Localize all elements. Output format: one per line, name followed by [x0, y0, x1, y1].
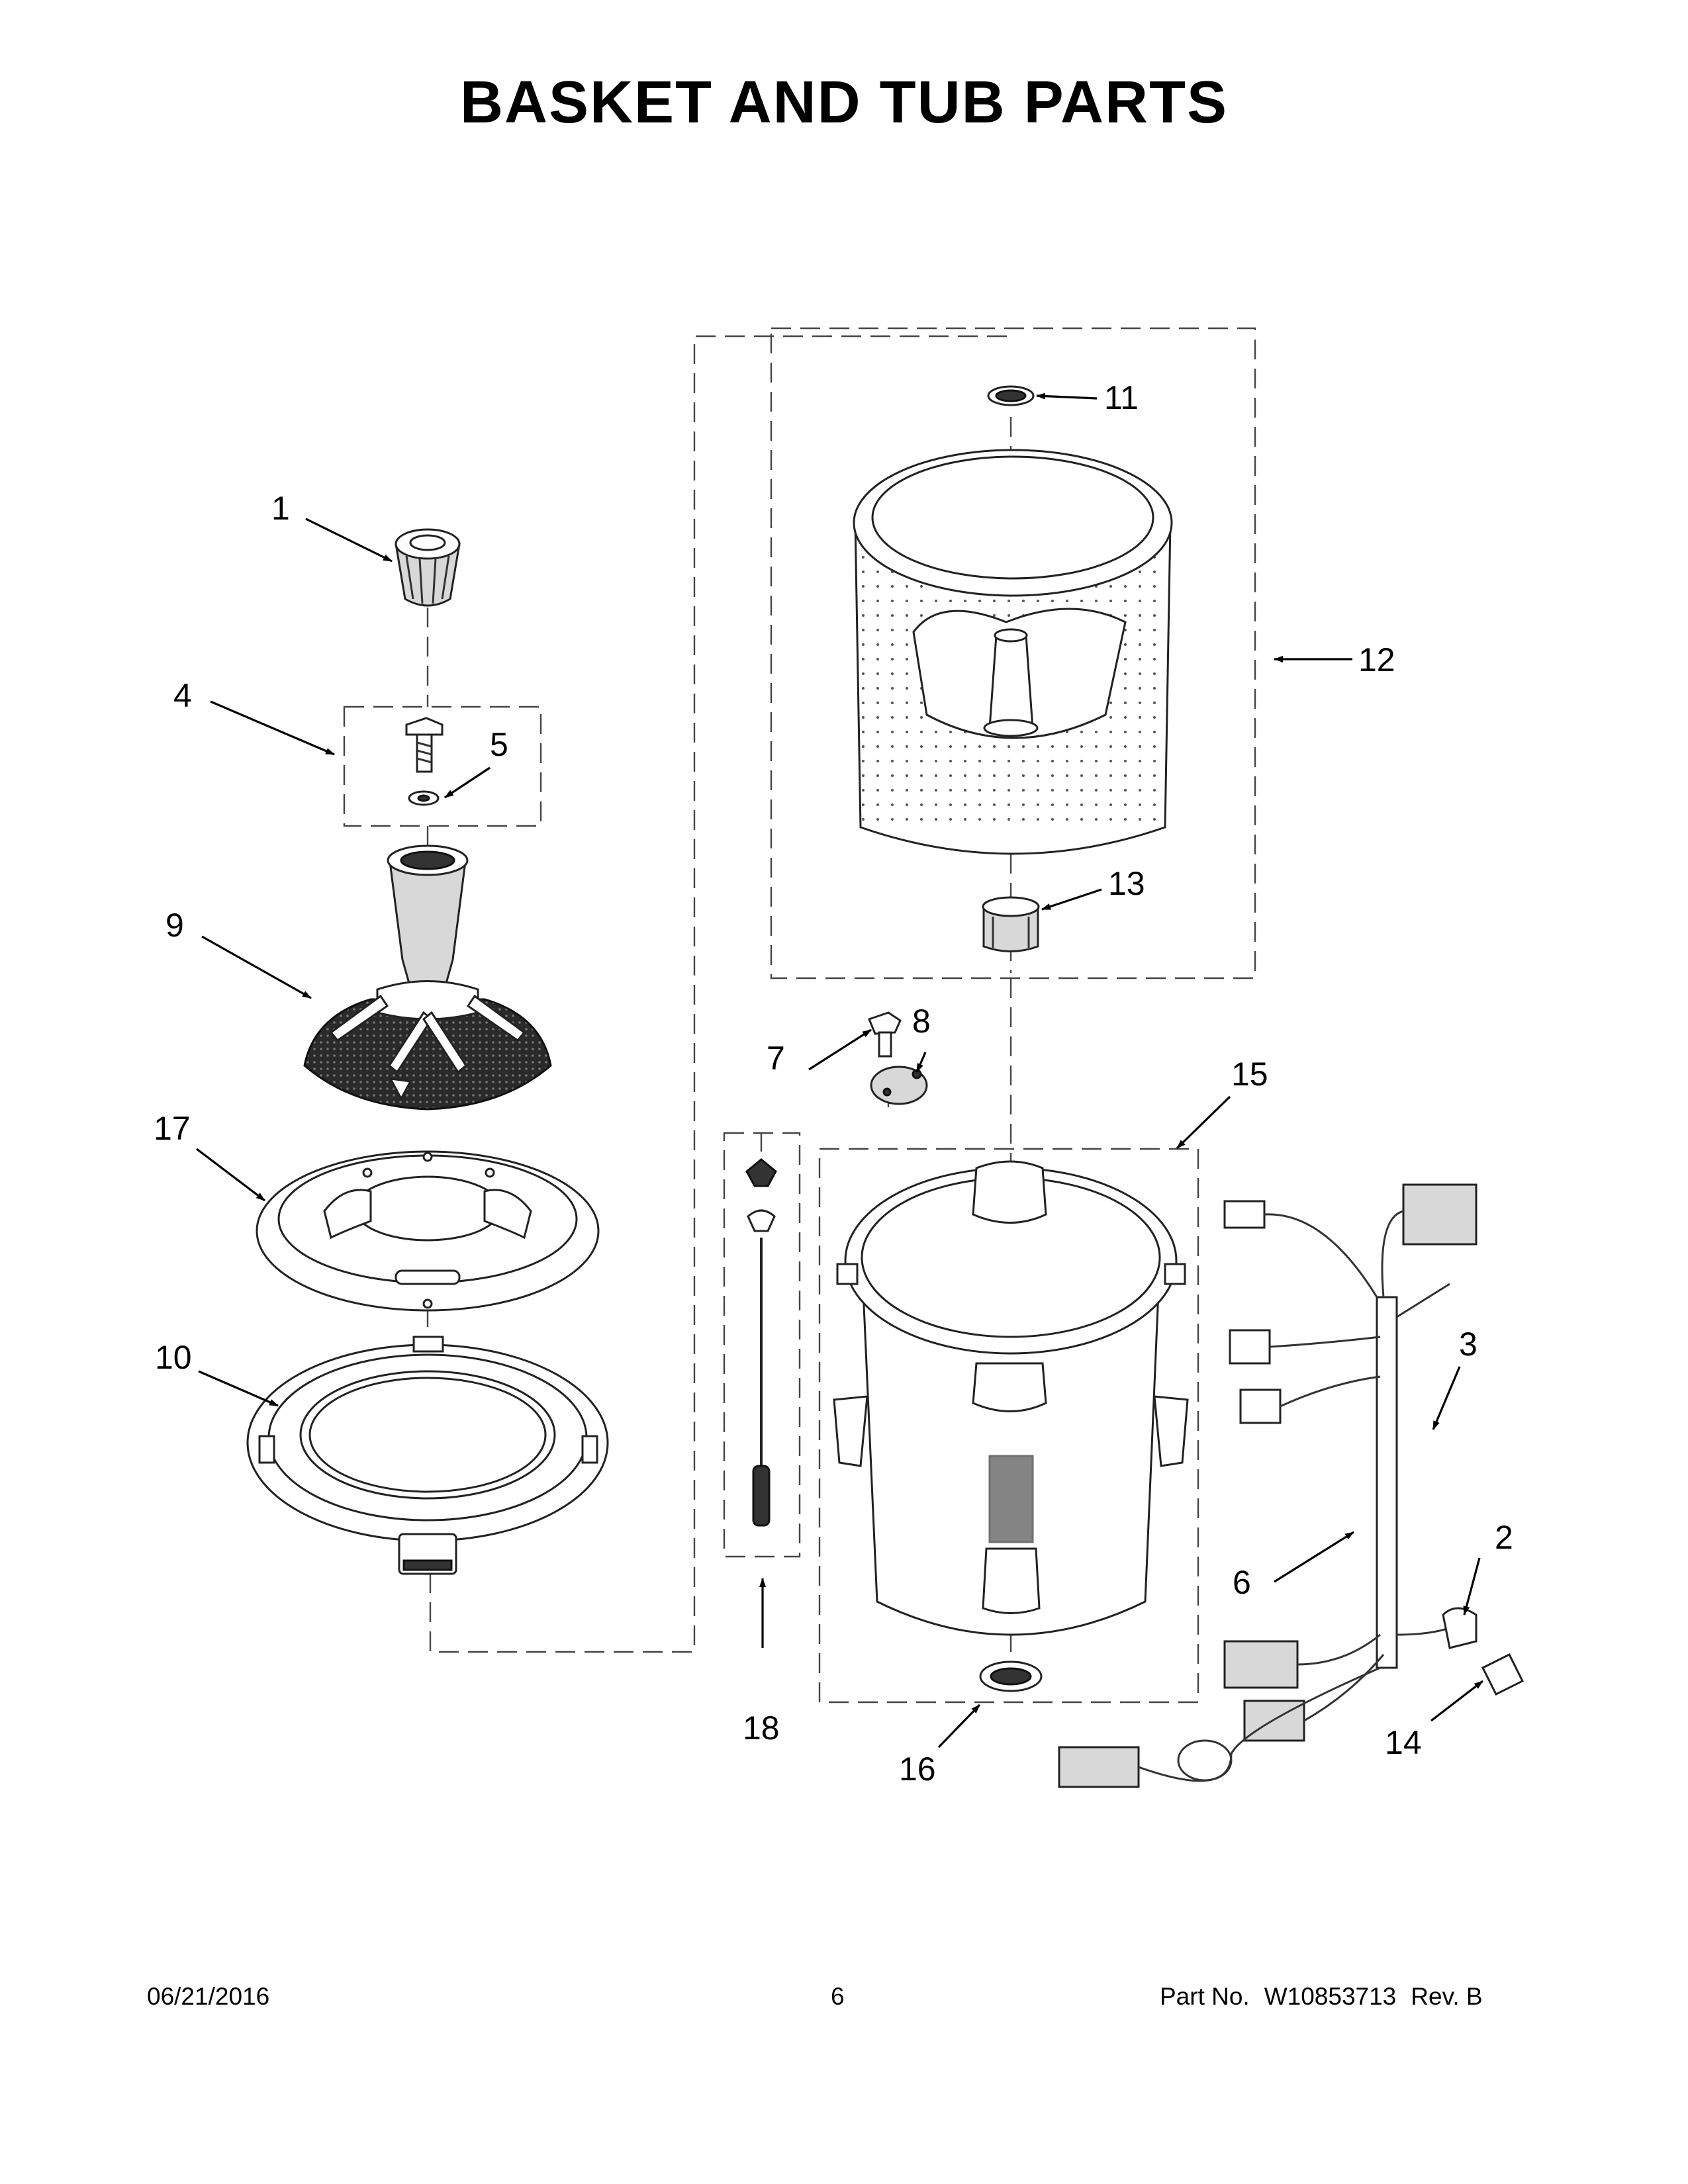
- wire-harness-part: [1058, 1183, 1477, 1788]
- screw-part: [868, 1011, 902, 1058]
- callout-18: 18: [743, 1709, 780, 1747]
- footer-part-number: W10853713: [1264, 1983, 1397, 2010]
- callout-9: 9: [165, 907, 184, 944]
- callout-8: 8: [912, 1003, 931, 1040]
- footer-revision: Rev. B: [1411, 1983, 1483, 2010]
- callout-15: 15: [1231, 1056, 1268, 1093]
- basket-drive-hub-part: [982, 896, 1040, 952]
- tub-seal-bottom-part: [979, 1661, 1043, 1692]
- washer-part: [408, 790, 440, 806]
- agitator-cap-part: [395, 528, 461, 607]
- callout-10: 10: [155, 1339, 192, 1376]
- callout-1: 1: [271, 490, 290, 527]
- balance-ring-part: [256, 1150, 600, 1312]
- clip-screw-part: [1481, 1653, 1524, 1696]
- callout-6: 6: [1233, 1564, 1251, 1601]
- callout-12: 12: [1358, 641, 1395, 678]
- callout-14: 14: [1385, 1724, 1422, 1761]
- footer-page-number: 6: [831, 1983, 845, 2010]
- wash-basket-part: [853, 449, 1173, 855]
- callout-5: 5: [490, 726, 508, 763]
- suspension-rod-part: [745, 1158, 777, 1527]
- callout-4: 4: [173, 677, 192, 714]
- callout-11: 11: [1104, 379, 1139, 416]
- page-title: BASKET AND TUB PARTS: [460, 69, 1228, 136]
- impeller-part: [303, 844, 552, 1111]
- tub-ring-part: [246, 1336, 609, 1575]
- callout-7: 7: [767, 1040, 785, 1077]
- harness-clip-part: [1442, 1607, 1477, 1649]
- footer-part-prefix: Part No.: [1160, 1983, 1250, 2010]
- footer-date: 06/21/2016: [147, 1983, 270, 2010]
- callout-3: 3: [1459, 1326, 1477, 1363]
- callout-2: 2: [1495, 1519, 1513, 1556]
- bracket-part: [870, 1066, 928, 1105]
- outer-tub-part: [833, 1160, 1189, 1636]
- callout-17: 17: [154, 1110, 191, 1147]
- tub-seal-top-part: [987, 385, 1035, 406]
- callout-13: 13: [1108, 865, 1145, 902]
- callout-16: 16: [899, 1751, 936, 1788]
- callout-labels: 1 2 3 4 5 6 7 8 9 10 11 12 13 14 15 16 1…: [154, 379, 1513, 1788]
- footer-part-info: Part No. W10853713 Rev. B: [1160, 1983, 1497, 2011]
- callout-arrows: [196, 392, 1483, 1749]
- agitator-bolt-part: [405, 717, 444, 773]
